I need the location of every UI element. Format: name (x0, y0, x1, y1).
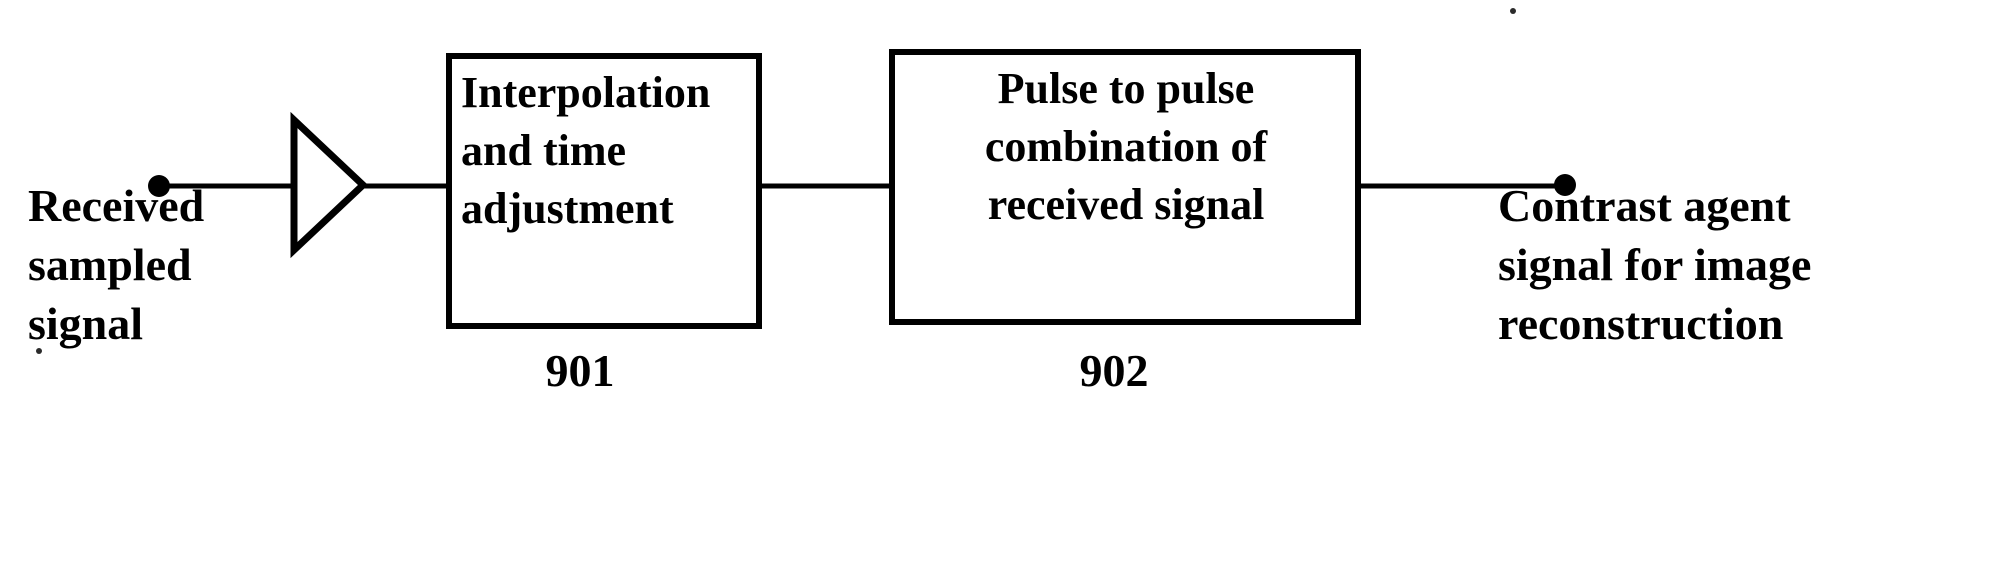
output-annotation-line-3: reconstruction (1498, 298, 1784, 349)
block-901-label-line-1: Interpolation (461, 68, 711, 117)
triangle-amplifier-icon (290, 111, 369, 259)
scan-speck-left (36, 348, 42, 354)
input-annotation-line-1: Received (28, 180, 205, 231)
block-901-label: Interpolation and time adjustment (461, 64, 757, 238)
block-902-label: Pulse to pulse combination of received s… (900, 60, 1352, 234)
block-901-label-line-2: and time (461, 126, 626, 175)
output-annotation-line-1: Contrast agent (1498, 180, 1791, 231)
output-terminal-dot (1554, 174, 1576, 196)
output-annotation: Contrast agent signal for image reconstr… (1498, 176, 1811, 353)
block-902-label-line-3: received signal (987, 180, 1265, 229)
input-annotation-line-2: sampled (28, 239, 192, 290)
block-902-label-line-2: combination of (984, 122, 1268, 171)
block-902-label-line-1: Pulse to pulse (997, 64, 1255, 113)
scan-speck-top (1510, 8, 1516, 14)
reference-numeral-901: 901 (545, 345, 615, 396)
reference-numeral-902: 902 (1079, 345, 1149, 396)
input-annotation-line-3: signal (28, 298, 144, 349)
input-annotation: Received sampled signal (28, 176, 204, 353)
block-901-label-line-3: adjustment (461, 184, 674, 233)
output-annotation-line-2: signal for image (1498, 239, 1812, 290)
block-901-outline (446, 53, 762, 329)
